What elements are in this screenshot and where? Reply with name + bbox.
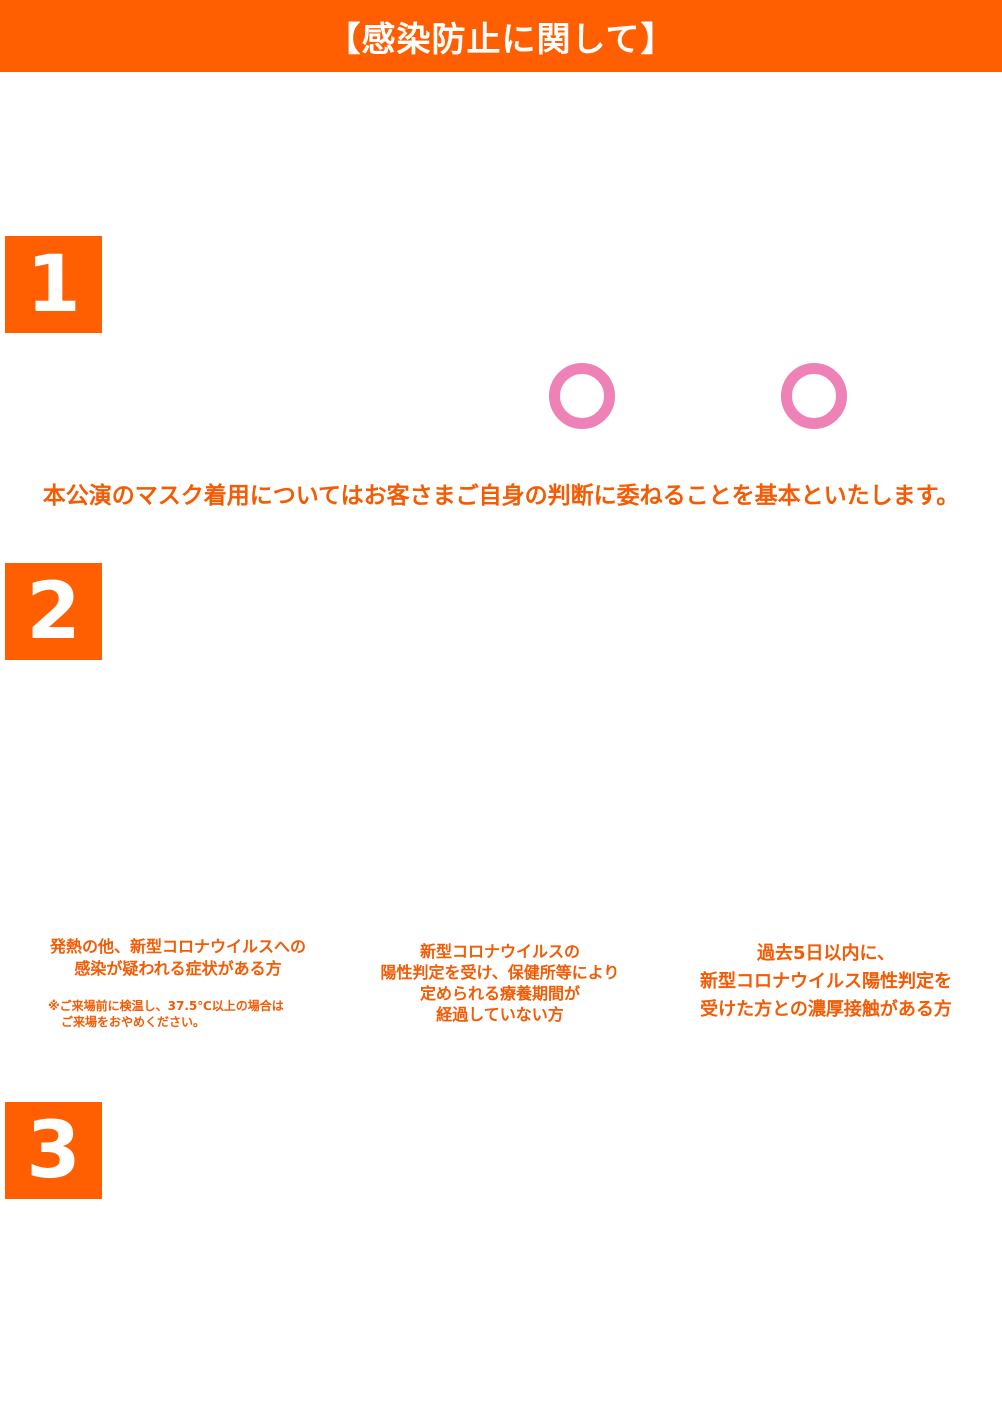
circle-mark-icon xyxy=(781,363,847,429)
condition-line: 過去5日以内に、 xyxy=(757,943,895,964)
note-line: ご来場をおやめください。 xyxy=(61,1015,206,1029)
condition-contact: 過去5日以内に、 新型コロナウイルス陽性判定を 受けた方との濃厚接触がある方 xyxy=(676,940,976,1024)
condition-line: 新型コロナウイルス陽性判定を xyxy=(700,971,952,992)
condition-line: 感染が疑われる症状がある方 xyxy=(74,959,282,978)
section-number-label: 1 xyxy=(26,239,81,330)
temperature-note: ※ご来場前に検温し、37.5℃以上の場合は ご来場をおやめください。 xyxy=(48,998,328,1030)
condition-line: 受けた方との濃厚接触がある方 xyxy=(700,999,952,1020)
section-number-label: 3 xyxy=(26,1105,81,1196)
condition-line: 発熱の他、新型コロナウイルスへの xyxy=(49,937,306,956)
condition-line: 新型コロナウイルスの xyxy=(419,942,580,961)
condition-line: 経過していない方 xyxy=(436,1005,564,1024)
condition-fever: 発熱の他、新型コロナウイルスへの 感染が疑われる症状がある方 xyxy=(28,936,328,980)
section-number-2: 2 xyxy=(5,563,102,660)
note-line: ※ご来場前に検温し、37.5℃以上の場合は xyxy=(48,999,284,1013)
condition-line: 陽性判定を受け、保健所等により xyxy=(380,963,620,982)
page-title: 【感染防止に関して】 xyxy=(326,19,676,60)
section-number-label: 2 xyxy=(26,566,81,657)
section-number-3: 3 xyxy=(5,1102,102,1199)
condition-positive: 新型コロナウイルスの 陽性判定を受け、保健所等により 定められる療養期間が 経過… xyxy=(350,941,650,1025)
section-number-1: 1 xyxy=(5,236,102,333)
circle-mark-icon xyxy=(549,363,615,429)
page-header: 【感染防止に関して】 xyxy=(0,0,1002,72)
mask-policy-text: 本公演のマスク着用についてはお客さまご自身の判断に委ねることを基本といたします。 xyxy=(42,483,960,509)
condition-line: 定められる療養期間が xyxy=(419,984,580,1003)
